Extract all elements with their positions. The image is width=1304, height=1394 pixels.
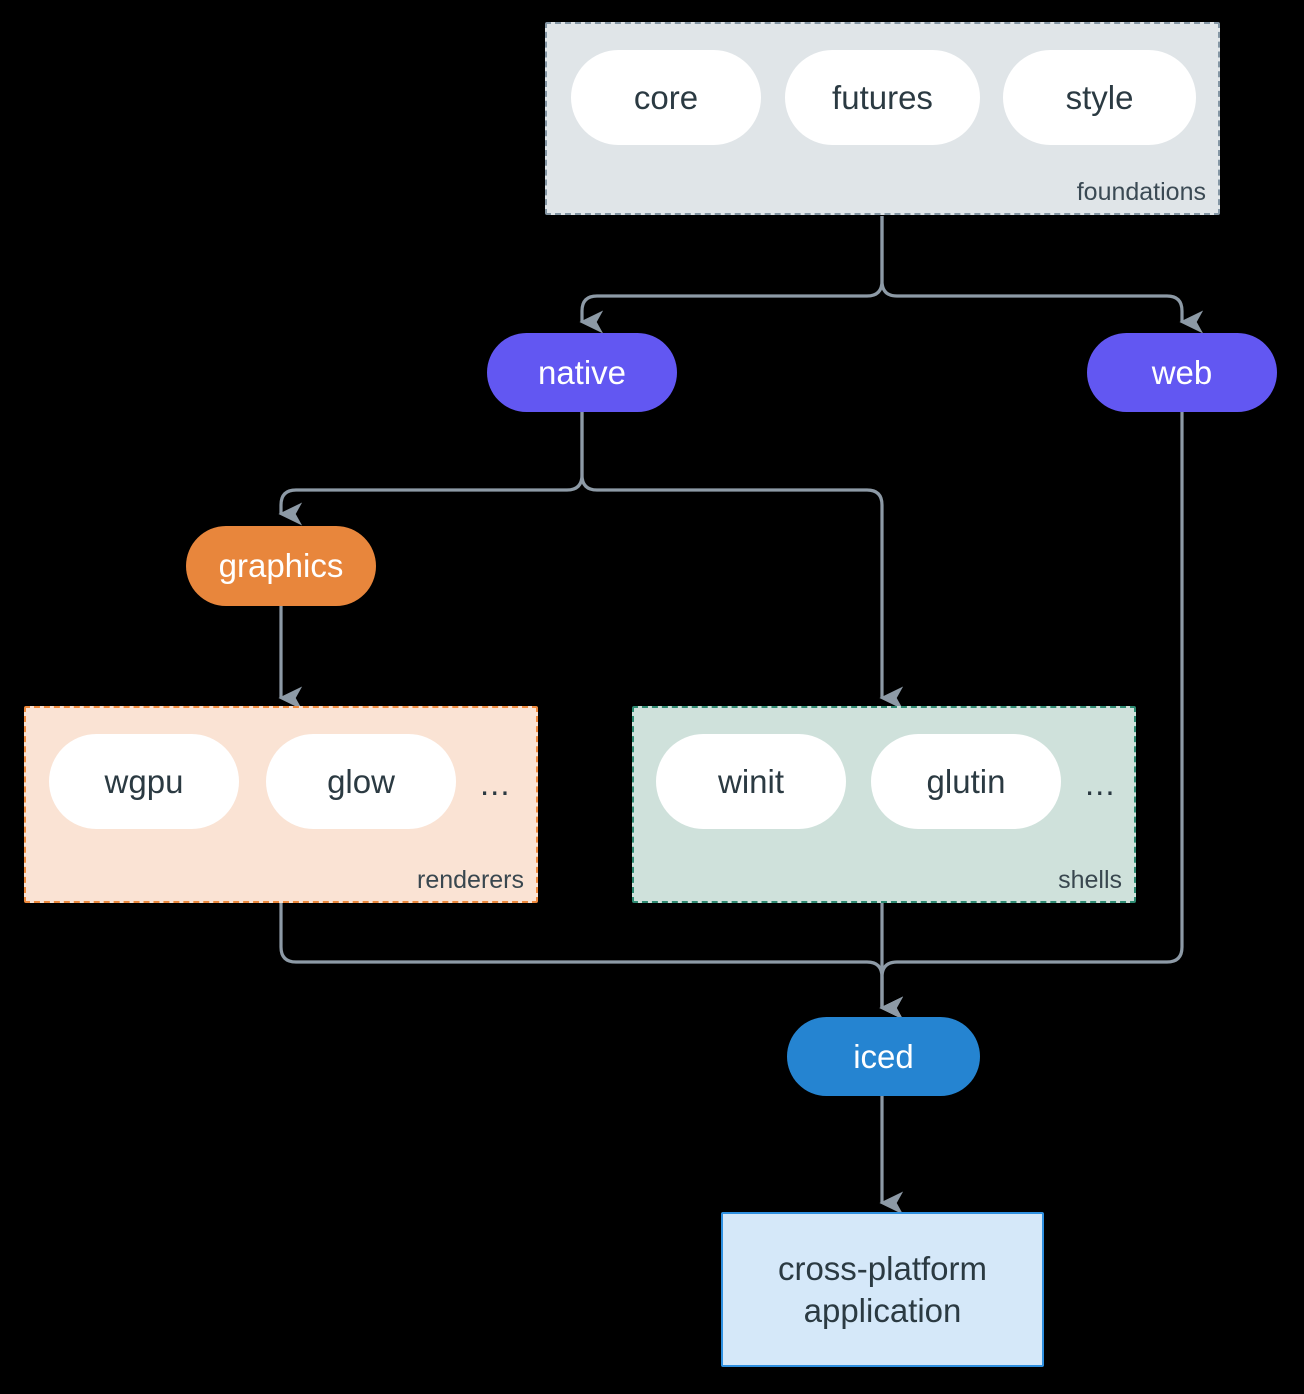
node-renderers-more-label: ... — [480, 765, 511, 802]
node-iced-label: iced — [853, 1037, 914, 1075]
node-shells-more: ... — [1085, 765, 1116, 803]
node-renderers-more: ... — [480, 765, 511, 803]
node-futures-label: futures — [832, 78, 933, 116]
edge-foundations-to-native — [579, 216, 884, 334]
node-glutin-label: glutin — [926, 762, 1006, 800]
node-shells-more-label: ... — [1085, 765, 1116, 802]
node-core[interactable]: core — [571, 50, 761, 145]
cluster-renderers-label: renderers — [417, 866, 524, 894]
cluster-shells-label: shells — [1058, 866, 1122, 894]
node-application[interactable]: cross-platform application — [721, 1212, 1044, 1367]
edge-renderers-to-iced — [279, 903, 904, 1020]
node-application-label-line2: application — [803, 1291, 962, 1329]
node-style[interactable]: style — [1003, 50, 1196, 145]
edge-native-to-graphics — [278, 412, 584, 526]
node-native[interactable]: native — [487, 333, 677, 412]
node-wgpu-label: wgpu — [104, 762, 184, 800]
node-style-label: style — [1065, 78, 1134, 116]
node-core-label: core — [633, 78, 699, 116]
node-winit[interactable]: winit — [656, 734, 846, 829]
node-glow[interactable]: glow — [266, 734, 456, 829]
node-web-label: web — [1151, 353, 1213, 391]
cluster-foundations-label: foundations — [1076, 178, 1206, 206]
node-glutin[interactable]: glutin — [871, 734, 1061, 829]
edge-foundations-to-web — [880, 216, 1204, 334]
node-glow-label: glow — [327, 762, 395, 800]
node-wgpu[interactable]: wgpu — [49, 734, 239, 829]
node-winit-label: winit — [717, 762, 785, 800]
edge-native-to-shells — [580, 412, 904, 710]
node-iced[interactable]: iced — [787, 1017, 980, 1096]
node-graphics-label: graphics — [218, 547, 344, 585]
node-application-label-line1: cross-platform — [777, 1250, 988, 1288]
node-web[interactable]: web — [1087, 333, 1277, 412]
node-futures[interactable]: futures — [785, 50, 980, 145]
node-native-label: native — [537, 353, 627, 391]
node-graphics[interactable]: graphics — [186, 526, 376, 606]
